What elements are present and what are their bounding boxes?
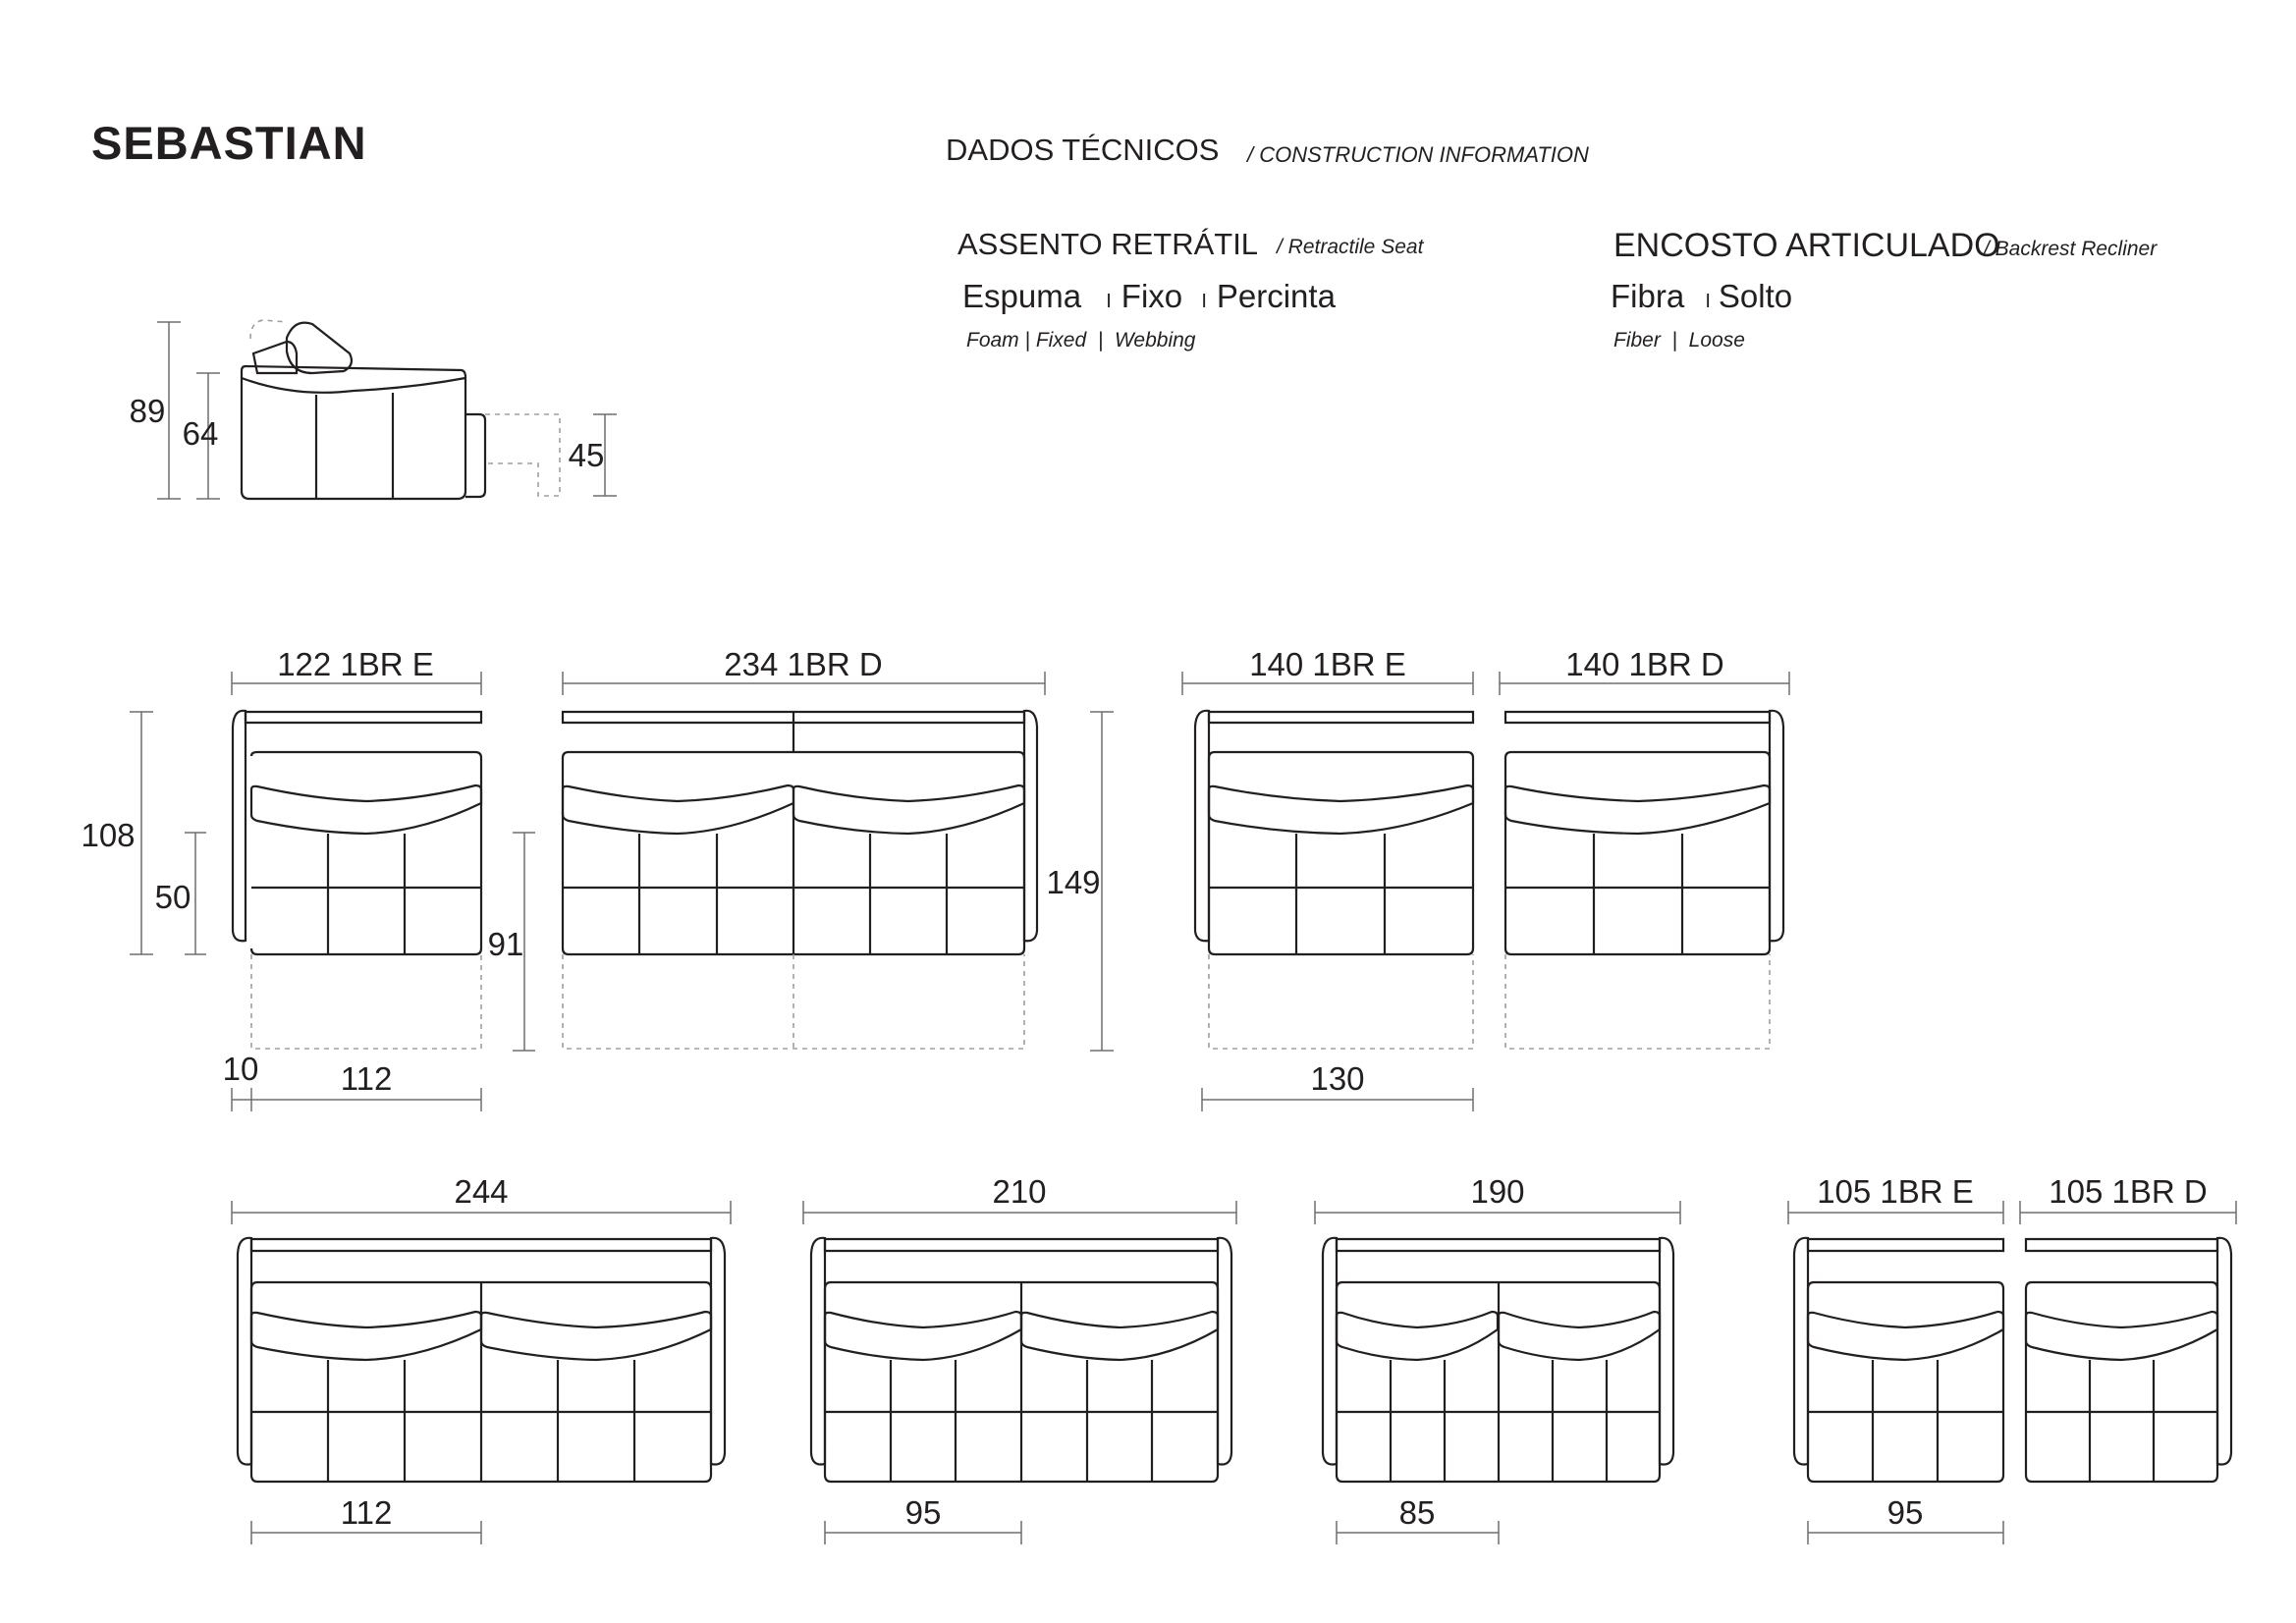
backrest-material-en-1: Fiber (1613, 329, 1661, 352)
bottom-row-modules (231, 1201, 2237, 1544)
module-label: 105 1BR D (2049, 1173, 2207, 1210)
dim-seat-width: 112 (341, 1060, 393, 1097)
seat-title: ASSENTO RETRÁTIL (957, 227, 1259, 261)
module-label: 244 (454, 1173, 508, 1210)
section-title-en: / CONSTRUCTION INFORMATION (1247, 142, 1589, 167)
top-row-modules (130, 672, 1790, 1111)
seat-material-en-2: Fixed (1035, 329, 1087, 352)
module-label: 234 1BR D (724, 646, 882, 682)
dim-seat-width: 112 (341, 1494, 393, 1531)
model-name: SEBASTIAN (91, 117, 367, 169)
dim-seat-width: 95 (1887, 1494, 1924, 1531)
seat-materials: Espuma I Fixo I Percinta (962, 278, 1336, 315)
side-view (157, 319, 617, 501)
dim-seat-height: 64 (183, 415, 219, 452)
seat-material-2: Fixo (1121, 278, 1183, 314)
module-label: 190 (1470, 1173, 1524, 1210)
backrest-material-2: Solto (1718, 278, 1793, 314)
seat-material-1: Espuma (962, 278, 1082, 314)
dim-depth-open: 149 (1046, 864, 1100, 900)
module-label: 140 1BR E (1249, 646, 1406, 682)
seat-materials-en: Foam | Fixed | Webbing (966, 329, 1196, 352)
dim-extension: 91 (488, 926, 524, 962)
dim-depth-closed: 108 (81, 817, 135, 853)
seat-material-3: Percinta (1216, 278, 1336, 314)
seat-material-en-3: Webbing (1114, 329, 1196, 352)
seat-material-en-1: Foam (966, 329, 1019, 352)
module-label: 210 (992, 1173, 1046, 1210)
dim-arm-width: 10 (223, 1051, 259, 1087)
backrest-materials-en: Fiber | Loose (1613, 329, 1745, 352)
dim-seat-width: 95 (905, 1494, 942, 1531)
backrest-title: ENCOSTO ARTICULADO (1613, 227, 2000, 264)
backrest-material-1: Fibra (1611, 278, 1685, 314)
module-label: 105 1BR E (1817, 1173, 1974, 1210)
separator: I (1201, 291, 1207, 312)
backrest-material-en-2: Loose (1688, 329, 1745, 352)
backrest-materials: Fibra I Solto (1611, 278, 1792, 315)
seat-title-en: / Retractile Seat (1277, 236, 1424, 258)
separator: I (1106, 291, 1112, 312)
dim-depth-seat: 50 (155, 879, 191, 915)
dim-seat-width: 85 (1399, 1494, 1436, 1531)
module-label: 122 1BR E (277, 646, 434, 682)
dim-footrest-height: 45 (569, 437, 605, 473)
separator: I (1705, 291, 1711, 312)
dim-seat-width: 130 (1310, 1060, 1364, 1097)
module-label: 140 1BR D (1565, 646, 1723, 682)
dim-total-height: 89 (130, 393, 166, 429)
backrest-title-en: / Backrest Recliner (1984, 238, 2158, 260)
section-title: DADOS TÉCNICOS (946, 133, 1220, 167)
